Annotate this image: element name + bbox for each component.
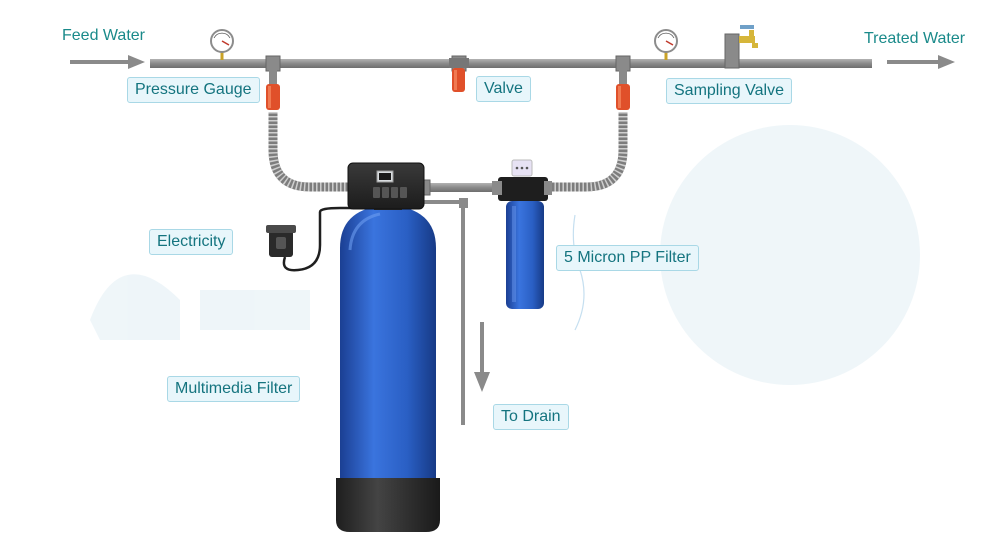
power-plug-icon bbox=[266, 225, 296, 257]
outlet-tee bbox=[615, 55, 631, 72]
drain-line bbox=[418, 198, 468, 425]
outlet-arrow bbox=[887, 55, 955, 69]
water-ripple bbox=[572, 214, 585, 331]
multimedia-filter-callout: Multimedia Filter bbox=[167, 376, 301, 402]
pp-filter-callout: 5 Micron PP Filter bbox=[556, 245, 699, 271]
electricity-callout: Electricity bbox=[149, 229, 234, 255]
bypass-valve-icon bbox=[449, 58, 469, 92]
inlet-arrow bbox=[70, 55, 145, 69]
control-valve-head bbox=[347, 162, 425, 210]
feed-water-label: Feed Water bbox=[62, 27, 145, 44]
valve-callout: Valve bbox=[476, 76, 531, 102]
power-cable bbox=[282, 206, 352, 272]
treated-water-label: Treated Water bbox=[864, 30, 966, 47]
inlet-tee bbox=[265, 55, 281, 72]
outlet-hose bbox=[548, 112, 628, 192]
main-pipe bbox=[150, 59, 872, 68]
pressure-gauge-outlet-icon bbox=[654, 29, 678, 60]
to-drain-callout: To Drain bbox=[493, 404, 569, 430]
pp-filter-housing bbox=[492, 159, 552, 309]
watermark-logo bbox=[90, 125, 920, 385]
multimedia-vessel bbox=[336, 205, 440, 532]
pressure-gauge-callout: Pressure Gauge bbox=[127, 77, 260, 103]
sampling-tap-icon bbox=[724, 25, 758, 69]
outlet-branch-valve-icon bbox=[616, 70, 630, 110]
filter-link-pipe bbox=[424, 183, 502, 192]
pressure-gauge-inlet-icon bbox=[210, 29, 234, 60]
vessel-base bbox=[336, 478, 440, 532]
drain-arrow bbox=[474, 322, 490, 392]
sampling-valve-callout: Sampling Valve bbox=[666, 78, 792, 104]
inlet-branch-valve-icon bbox=[266, 70, 280, 110]
